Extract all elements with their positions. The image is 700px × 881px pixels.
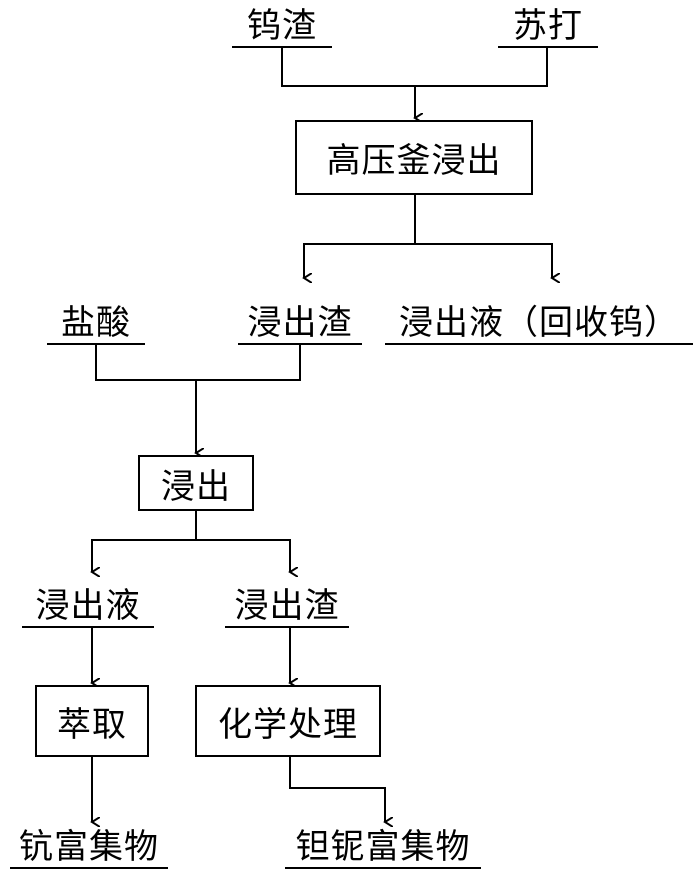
product-scandium-concentrate: 钪富集物 [10, 827, 168, 869]
step-extraction: 萃取 [35, 685, 149, 757]
connector-leach-split [92, 511, 197, 572]
arrow-to-residue-2 [196, 539, 290, 572]
product-tantalum-niobium-concentrate: 钽铌富集物 [285, 827, 481, 869]
input-soda: 苏打 [498, 6, 598, 48]
leach-liquor-2: 浸出液 [22, 586, 154, 628]
connector-autoclave-split [304, 195, 416, 278]
connector-slag-soda [281, 48, 548, 87]
step-leach: 浸出 [138, 455, 254, 511]
arrow-to-tanb-product [289, 757, 385, 822]
leach-residue-2: 浸出渣 [225, 586, 349, 628]
arrow-to-liquor-w [415, 243, 552, 278]
leach-residue-1: 浸出渣 [238, 303, 362, 345]
step-chemical-treatment: 化学处理 [195, 685, 381, 757]
input-hydrochloric-acid: 盐酸 [47, 303, 145, 345]
input-tungsten-slag: 钨渣 [232, 6, 332, 48]
leach-liquor-recover-tungsten: 浸出液（回收钨） [385, 303, 693, 345]
step-autoclave-leach: 高压釜浸出 [295, 120, 533, 195]
connector-acid-residue [95, 345, 301, 381]
